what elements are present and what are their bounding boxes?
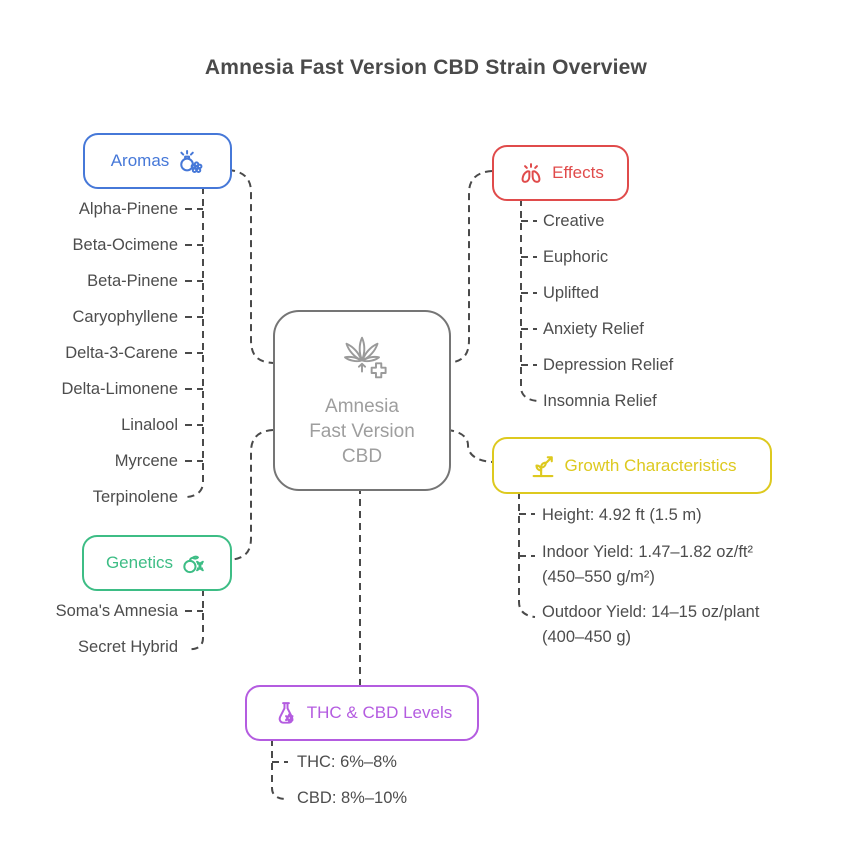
growth-label: Growth Characteristics bbox=[564, 455, 737, 475]
effect-item: Insomnia Relief bbox=[543, 392, 657, 410]
cbd-item: CBD: 8%–10% bbox=[297, 789, 408, 807]
node-growth: Growth Characteristics bbox=[492, 437, 772, 494]
growth-item: Height: 4.92 ft (1.5 m) bbox=[542, 506, 702, 524]
genetics-item: Soma's Amnesia bbox=[55, 602, 178, 620]
plant-growth-chart-icon bbox=[532, 455, 553, 477]
genetics-label: Genetics bbox=[105, 553, 174, 572]
aromas-label: Aromas bbox=[110, 151, 170, 170]
effect-item: Anxiety Relief bbox=[543, 320, 644, 338]
lungs-icon bbox=[521, 163, 541, 183]
aroma-item: Delta-Limonene bbox=[61, 380, 178, 398]
aroma-item: Alpha-Pinene bbox=[78, 200, 178, 218]
aroma-item: Myrcene bbox=[114, 452, 178, 470]
thc-cbd-label: THC & CBD Levels bbox=[306, 703, 453, 722]
aroma-item: Delta-3-Carene bbox=[65, 344, 178, 362]
genetics-item: Secret Hybrid bbox=[78, 638, 178, 656]
apple-dna-icon bbox=[183, 555, 204, 574]
thc-item: THC: 6%–8% bbox=[297, 753, 397, 771]
growth-item: Outdoor Yield: 14–15 oz/plant (400–450 g… bbox=[542, 603, 760, 646]
aroma-item: Linalool bbox=[121, 416, 178, 434]
node-effects: Effects bbox=[492, 145, 629, 201]
growth-item: Indoor Yield: 1.47–1.82 oz/ft² (450–550 … bbox=[542, 543, 753, 586]
effects-label: Effects bbox=[552, 163, 604, 182]
node-thc-cbd: THC & CBD Levels bbox=[245, 685, 479, 741]
effect-item: Depression Relief bbox=[543, 356, 674, 374]
effect-item: Creative bbox=[543, 212, 605, 230]
aroma-item: Terpinolene bbox=[92, 488, 178, 506]
aroma-item: Beta-Ocimene bbox=[72, 236, 178, 254]
aroma-item: Beta-Pinene bbox=[87, 272, 178, 290]
effect-item: Euphoric bbox=[543, 248, 609, 266]
perfume-spray-icon bbox=[180, 149, 203, 173]
central-node-label: Amnesia Fast Version CBD bbox=[309, 396, 415, 467]
central-node: Amnesia Fast Version CBD bbox=[273, 310, 451, 491]
node-aromas: Aromas bbox=[83, 133, 232, 189]
node-genetics: Genetics bbox=[82, 535, 232, 591]
flask-leaf-icon bbox=[278, 702, 294, 724]
aroma-item: Caryophyllene bbox=[72, 308, 178, 326]
effect-item: Uplifted bbox=[543, 284, 599, 302]
cannabis-leaf-medical-icon bbox=[344, 336, 387, 379]
page-title: Amnesia Fast Version CBD Strain Overview bbox=[204, 56, 648, 79]
